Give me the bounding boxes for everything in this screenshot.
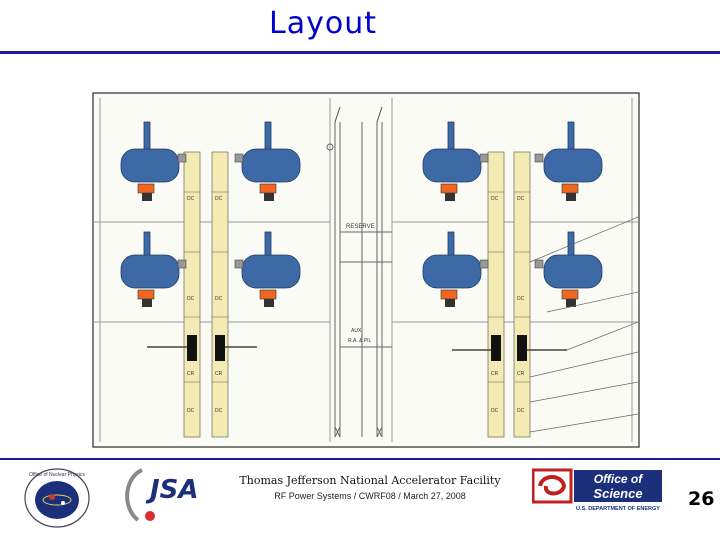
nuclear-physics-seal-logo: Office of Nuclear Physics: [24, 468, 90, 528]
equipment-layout-drawing: RESERVE AUX R.A. & PIL DC DC DC DC CR: [92, 92, 640, 448]
klystron: [534, 121, 603, 201]
waveguide-joints: [184, 191, 530, 383]
cr-label: CR: [517, 371, 525, 377]
klystron-group-right: [422, 121, 603, 307]
aux-sub-label: R.A. & PIL: [348, 338, 372, 344]
organization-name: Thomas Jefferson National Accelerator Fa…: [239, 474, 501, 487]
dc-label: DC: [491, 196, 499, 202]
presentation-subtitle: RF Power Systems / CWRF08 / March 27, 20…: [274, 491, 466, 501]
center-corridor: [326, 106, 392, 438]
jsa-logo: JSA: [125, 468, 199, 522]
dc-label: DC: [215, 408, 223, 414]
klystron: [234, 121, 301, 201]
office-of-science-logo: Office of Science U.S. DEPARTMENT OF ENE…: [532, 468, 662, 512]
page-number: 26: [688, 488, 715, 510]
klystron: [234, 231, 301, 307]
circulator-arms: [147, 346, 567, 351]
dc-label: DC: [517, 196, 525, 202]
svg-text:Office of: Office of: [594, 472, 643, 486]
cr-label: CR: [491, 371, 499, 377]
svg-text:JSA: JSA: [145, 475, 199, 505]
aux-label: AUX: [351, 328, 362, 334]
dc-label: DC: [215, 296, 223, 302]
klystron: [120, 121, 187, 201]
dc-label: DC: [517, 296, 525, 302]
header-rule: [0, 51, 720, 54]
klystron: [422, 231, 489, 307]
dc-label: DC: [215, 196, 223, 202]
klystron-group-left: [120, 121, 301, 307]
waveguide-columns: [183, 151, 531, 438]
svg-text:Office of Nuclear Physics: Office of Nuclear Physics: [29, 472, 85, 478]
slide-title: Layout: [269, 6, 377, 41]
klystron: [120, 231, 187, 307]
footer-rule: [0, 458, 720, 460]
cr-label: CR: [187, 371, 195, 377]
svg-text:Science: Science: [593, 486, 642, 501]
reserve-label: RESERVE: [346, 224, 375, 230]
dc-label: DC: [491, 408, 499, 414]
klystron: [422, 121, 489, 201]
leader-lines: [529, 216, 639, 433]
dc-label: DC: [187, 296, 195, 302]
circulators: [187, 335, 527, 361]
grid-lines: [93, 98, 638, 442]
svg-text:U.S. DEPARTMENT OF ENERGY: U.S. DEPARTMENT OF ENERGY: [576, 506, 660, 512]
cr-label: CR: [215, 371, 223, 377]
dc-label: DC: [187, 196, 195, 202]
dc-label: DC: [187, 408, 195, 414]
dc-label: DC: [517, 408, 525, 414]
